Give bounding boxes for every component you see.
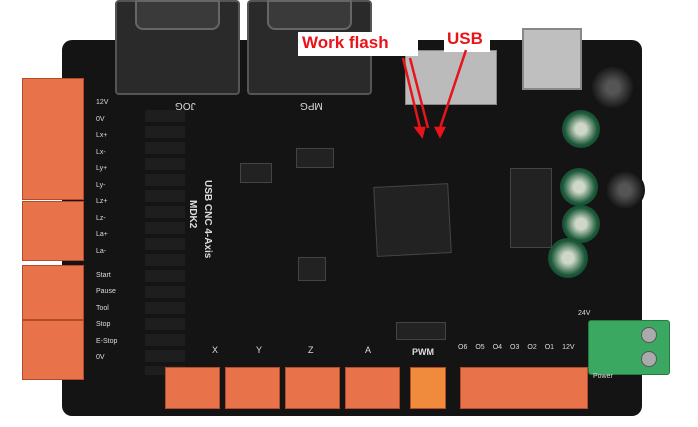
pin-label: La+	[96, 231, 108, 238]
terminal-block-z	[285, 367, 340, 409]
inductor	[605, 170, 645, 210]
ic-chip	[240, 163, 272, 183]
output-label: O5	[475, 344, 485, 351]
capacitor	[562, 205, 600, 243]
output-label: O2	[527, 344, 537, 351]
output-label: O3	[510, 344, 520, 351]
terminal-block-limits-a	[22, 201, 84, 261]
terminal-block-inputs	[22, 265, 84, 320]
jog-db9-connector	[115, 0, 240, 95]
board-model: MDK2	[187, 200, 198, 229]
screw-icon	[641, 351, 657, 367]
pin-label: La-	[96, 247, 107, 255]
usb-port	[522, 28, 582, 90]
ic-chip	[396, 322, 446, 340]
arrow-work-flash-1	[401, 57, 422, 129]
inductor	[590, 65, 635, 110]
24v-label: 24V	[578, 310, 591, 317]
power-label: Power	[593, 373, 613, 380]
pin-label: Start	[96, 271, 111, 279]
pwm-label: PWM	[412, 347, 434, 357]
terminal-block-a	[345, 367, 400, 409]
regulator-chip	[510, 168, 552, 248]
terminal-block-y	[225, 367, 280, 409]
output-label: O1	[544, 344, 555, 351]
axis-label-a: A	[365, 345, 372, 355]
ic-chip	[298, 257, 326, 281]
output-label: O6	[458, 344, 468, 351]
pin-label: Ly+	[96, 165, 108, 172]
pin-label: 0V	[96, 354, 105, 361]
arrowhead	[433, 126, 447, 139]
terminal-block-x	[165, 367, 220, 409]
annotation-bg	[298, 32, 418, 56]
power-terminal	[588, 320, 670, 375]
terminal-block-pwm	[410, 367, 446, 409]
pin-label: Tool	[96, 304, 109, 312]
arrowhead	[413, 126, 426, 139]
arrow-usb	[438, 49, 468, 129]
screw-icon	[641, 327, 657, 343]
axis-label-y: Y	[256, 345, 263, 355]
axis-label-z: Z	[308, 345, 314, 355]
annotation-work-flash: Work flash	[302, 33, 389, 52]
pin-label: Pause	[96, 288, 116, 295]
output-label: 12V	[562, 344, 575, 351]
pin-label: Stop	[96, 321, 111, 328]
output-label: O4	[492, 344, 503, 351]
capacitor	[560, 168, 598, 206]
pin-label: Lx-	[96, 148, 106, 156]
pin-label: 12V	[96, 99, 109, 106]
terminal-block-stop	[22, 320, 84, 380]
left-pin-labels: 12V 0V Lx+ Lx- Ly+ Ly- Lz+ Lz- La+ La- S…	[96, 99, 136, 371]
pin-label: 0V	[96, 115, 105, 123]
pin-label: Lx+	[96, 132, 108, 139]
board-title: USB CNC 4-Axis	[202, 180, 213, 259]
pin-label: Lz-	[96, 214, 106, 222]
pin-label: Ly-	[96, 181, 106, 189]
terminal-block-outputs	[460, 367, 588, 409]
pin-label: Lz+	[96, 198, 108, 205]
annotation-usb: USB	[447, 29, 483, 48]
output-labels: O6 O5 O4 O3 O2 O1 12V	[458, 344, 575, 351]
pin-label: E-Stop	[96, 337, 118, 345]
axis-label-x: X	[212, 345, 219, 355]
ic-chip	[296, 148, 334, 168]
terminal-block-limits	[22, 78, 84, 200]
capacitor	[562, 110, 600, 148]
annotation-bg	[444, 28, 490, 52]
optocoupler-array	[145, 110, 185, 375]
arrow-work-flash-2	[408, 57, 430, 129]
capacitor	[548, 238, 588, 278]
